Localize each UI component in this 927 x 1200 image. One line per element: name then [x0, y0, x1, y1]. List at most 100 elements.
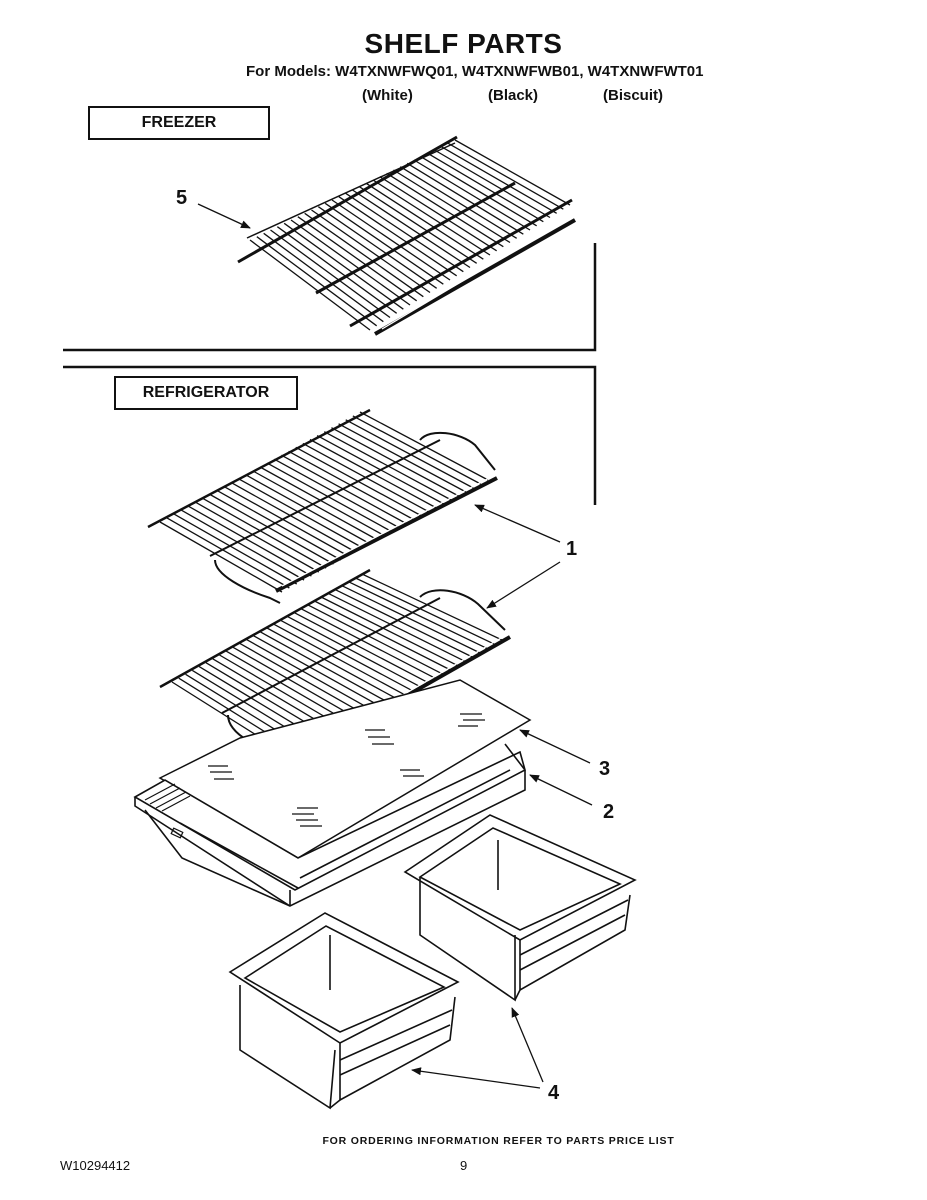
wire-rod — [324, 202, 444, 285]
wire-rod — [239, 642, 370, 718]
wire-rod — [246, 639, 378, 714]
wire-rod — [311, 209, 431, 294]
wire-rod — [259, 631, 392, 705]
ordering-note: FOR ORDERING INFORMATION REFER TO PARTS … — [322, 1135, 675, 1147]
wire-rod — [188, 505, 312, 577]
wire-rod — [159, 521, 283, 593]
refrigerator-label: REFRIGERATOR — [114, 376, 298, 410]
callout-3: 3 — [599, 758, 611, 780]
wire-rod — [338, 196, 458, 277]
freezer-label: FREEZER — [88, 106, 270, 140]
wire-rod — [266, 462, 393, 533]
wire-rod — [293, 611, 429, 684]
document-number: W10294412 — [60, 1158, 131, 1173]
wire-rod — [413, 159, 531, 231]
wire-rod — [249, 239, 371, 331]
leader-4a — [511, 1007, 544, 1083]
model-list: For Models: W4TXNWFWQ01, W4TXNWFWB01, W4… — [246, 63, 704, 80]
wire-rod — [283, 222, 404, 310]
wire-rod — [314, 600, 451, 671]
wire-rod — [406, 162, 524, 235]
variant-white: (White) — [362, 87, 413, 104]
refrigerator-wire-shelf-upper — [147, 408, 498, 604]
wire-rod — [273, 623, 407, 697]
wire-rod — [209, 493, 334, 565]
wire-rod — [354, 577, 495, 645]
page-number: 9 — [460, 1158, 468, 1173]
freezer-frame — [63, 243, 597, 352]
leader-5 — [197, 203, 251, 229]
wire-rod — [365, 182, 484, 260]
callout-5: 5 — [176, 187, 188, 209]
wire-rod — [231, 482, 356, 553]
leader-3 — [519, 729, 591, 764]
wire-rod — [290, 219, 411, 306]
wire-rod — [173, 513, 298, 585]
wire-rod — [334, 588, 473, 658]
wire-rod — [327, 592, 466, 663]
wire-rod — [399, 166, 518, 239]
refrigerator-frame — [63, 365, 597, 505]
wire-rod — [280, 619, 415, 693]
wire-rod — [232, 646, 363, 722]
leader-1b — [486, 561, 561, 609]
wire-rod — [304, 212, 424, 298]
wire-rod — [386, 172, 504, 248]
wire-rod — [202, 497, 327, 569]
wire-rod — [441, 146, 557, 214]
wire-rod — [195, 501, 320, 573]
wire-rod — [276, 226, 398, 314]
wire-rod — [331, 199, 451, 281]
wire-rod — [447, 142, 564, 210]
wire-rod — [317, 206, 438, 289]
callout-4: 4 — [548, 1082, 560, 1104]
wire-rod — [297, 216, 418, 302]
wire-rod — [341, 584, 481, 654]
wire-rod — [379, 176, 498, 252]
wire-rod — [256, 236, 378, 327]
crisper-frame — [133, 743, 526, 907]
leader-lines — [197, 203, 593, 1089]
wire-rod — [223, 486, 349, 557]
wire-rod — [358, 186, 478, 264]
wire-rod — [352, 189, 471, 269]
leader-1a — [474, 504, 561, 543]
wire-rod — [216, 490, 342, 561]
leader-2 — [529, 774, 593, 806]
wire-rod — [281, 454, 408, 525]
wire-rod — [263, 232, 384, 323]
wire-rod — [273, 458, 401, 529]
wire-rod — [252, 470, 378, 541]
wire-rod — [348, 581, 488, 650]
wire-rod — [345, 192, 464, 273]
wire-rod — [166, 517, 290, 589]
freezer-wire-shelf — [237, 135, 576, 336]
variant-black: (Black) — [488, 87, 539, 104]
wire-rod — [253, 635, 385, 710]
wire-rod — [287, 615, 422, 688]
wire-rod — [434, 149, 551, 219]
wire-rod — [338, 423, 467, 493]
wire-rod — [345, 419, 474, 489]
crisper-drawer-right — [403, 814, 637, 1002]
wire-rod — [238, 478, 364, 549]
callout-2: 2 — [603, 801, 615, 823]
wire-rod — [320, 596, 459, 667]
crisper-drawer-left — [228, 912, 460, 1110]
wire-rod — [352, 415, 481, 485]
wire-rod — [361, 573, 503, 641]
variant-biscuit: (Biscuit) — [603, 87, 663, 104]
wire-rod — [270, 229, 391, 319]
wire-rod — [307, 604, 444, 675]
wire-rod — [359, 411, 489, 481]
wire-rod — [266, 627, 400, 701]
wire-rod — [245, 474, 371, 545]
wire-rod — [372, 179, 491, 256]
wire-rod — [259, 466, 386, 537]
wire-rod — [300, 608, 437, 680]
wire-rod — [454, 139, 571, 206]
page-title: SHELF PARTS — [364, 28, 563, 59]
wire-rod — [427, 152, 544, 223]
wire-rod — [420, 156, 537, 227]
